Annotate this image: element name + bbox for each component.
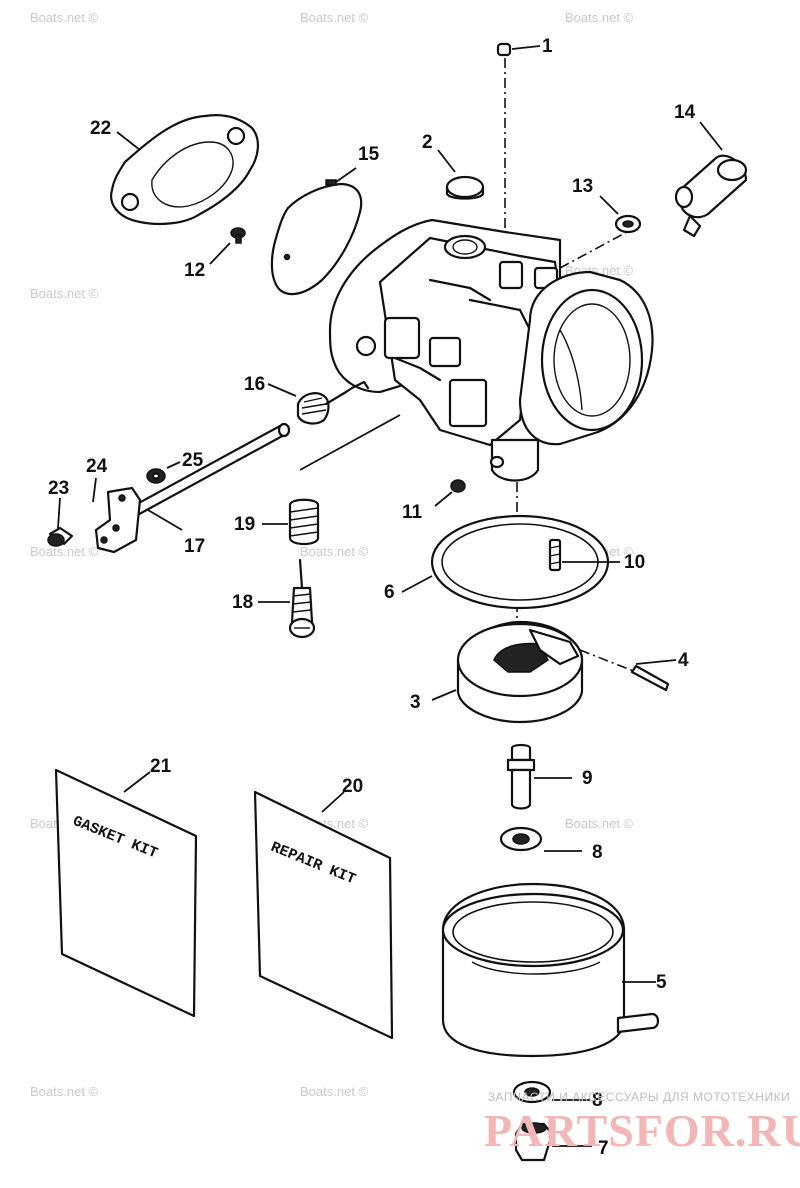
part-mixture-screw — [258, 558, 316, 639]
callout-17: 17 — [184, 536, 205, 557]
part-repair-kit-card: REPAIR KIT — [253, 790, 394, 1040]
part-washer-fitting — [599, 195, 642, 234]
callout-labels: 1 2 3 4 5 6 7 8 8 9 10 11 12 13 14 15 16… — [48, 36, 696, 1159]
callout-16: 16 — [244, 374, 265, 395]
banner-logo-text: PARTSFOR.RU — [484, 1105, 800, 1156]
part-cap — [437, 149, 485, 200]
watermark-text: Boats.net © — [30, 10, 99, 25]
part-mixture-spring — [262, 498, 320, 546]
callout-18: 18 — [232, 592, 253, 613]
callout-22: 22 — [90, 118, 111, 139]
watermark-text: Boats.net © — [300, 10, 369, 25]
part-lever-screw — [47, 497, 74, 547]
callout-21: 21 — [150, 756, 172, 777]
part-screw-small — [209, 227, 246, 265]
callout-19: 19 — [234, 514, 255, 535]
callout-15: 15 — [358, 144, 380, 165]
part-throttle-lever — [92, 477, 142, 554]
callout-12: 12 — [184, 260, 205, 281]
callout-4: 4 — [678, 650, 689, 671]
callout-2: 2 — [422, 132, 433, 153]
watermark-text: Boats.net © — [30, 1084, 99, 1099]
callout-13: 13 — [572, 176, 593, 197]
part-shaft-nut — [146, 461, 181, 484]
part-washer-upper — [499, 826, 582, 852]
callout-6: 6 — [384, 582, 395, 603]
callout-25: 25 — [182, 450, 204, 471]
part-washer-lower — [512, 1080, 590, 1104]
callout-23: 23 — [48, 478, 69, 499]
part-elbow-fitting — [674, 121, 748, 238]
part-float-pin — [630, 659, 677, 692]
callout-20: 20 — [342, 776, 363, 797]
watermark-text: Boats.net © — [300, 1084, 369, 1099]
part-float-bowl — [441, 882, 660, 1058]
part-screw-body — [434, 479, 466, 507]
part-float — [431, 620, 637, 724]
callout-3: 3 — [410, 692, 421, 713]
part-flange-gasket — [110, 114, 259, 225]
part-gasket-kit-card: GASKET KIT — [54, 768, 198, 1018]
callout-24: 24 — [86, 456, 108, 477]
callout-14: 14 — [674, 102, 696, 123]
site-banner: ЗАПЧАСТИ И АКСЕССУАРЫ ДЛЯ МОТОТЕХНИКИ PA… — [484, 1090, 800, 1170]
callout-10: 10 — [624, 552, 645, 573]
part-cover-plate — [270, 167, 363, 296]
watermark-text: Boats.net © — [30, 286, 99, 301]
part-throttle-shaft — [124, 422, 291, 531]
callout-11: 11 — [402, 502, 423, 523]
part-bowl-nut — [514, 1122, 592, 1162]
callout-5: 5 — [656, 972, 667, 993]
part-jet — [548, 538, 620, 572]
watermark-text: Boats.net © — [565, 816, 634, 831]
part-inlet-needle — [506, 743, 572, 810]
part-plug — [496, 42, 541, 262]
callout-9: 9 — [582, 768, 593, 789]
part-throttle-spring — [267, 380, 370, 425]
callout-8a: 8 — [592, 842, 603, 863]
banner-tagline: ЗАПЧАСТИ И АКСЕССУАРЫ ДЛЯ МОТОТЕХНИКИ — [487, 1090, 791, 1104]
watermark-text: Boats.net © — [565, 10, 634, 25]
callout-8b: 8 — [592, 1090, 603, 1111]
watermark-text: Boats.net © — [300, 544, 369, 559]
watermark-text: Boats.net © — [30, 544, 99, 559]
callout-1: 1 — [542, 36, 553, 57]
callout-7: 7 — [598, 1138, 609, 1159]
